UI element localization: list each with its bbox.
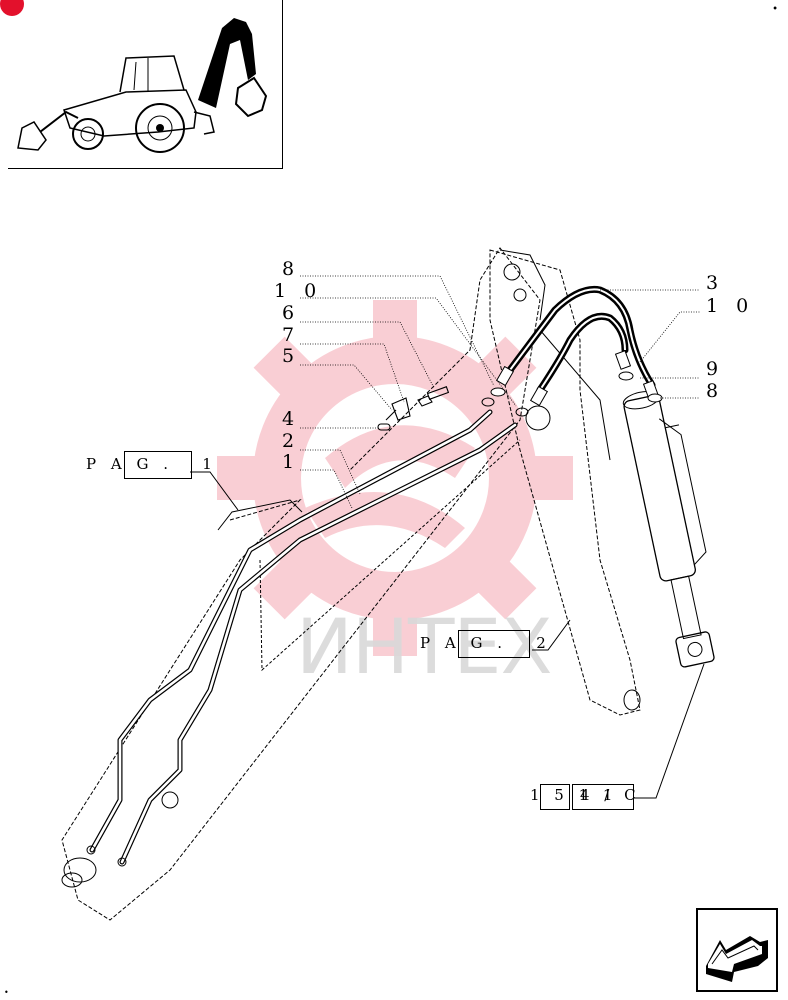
ref-pag-1-box (124, 451, 192, 479)
ref-pag-2-box (458, 630, 530, 658)
next-page-arrow-icon (706, 936, 768, 982)
watermark-text: ИНТЕХ (296, 602, 553, 691)
clamp-assembly (377, 386, 450, 431)
page-dot: • (4, 988, 9, 997)
backhoe-loader-thumbnail-icon (17, 18, 268, 153)
next-page-button[interactable] (696, 908, 778, 992)
callout-1: 1 (282, 451, 301, 473)
ref-pag-2-label[interactable]: P A G . 2 (420, 634, 551, 652)
callout-4: 4 (282, 408, 301, 430)
ref-code-prefix[interactable]: 1 5 1 1 (530, 786, 618, 804)
callout-8-right: 8 (706, 380, 725, 402)
boom-outline (61, 247, 541, 921)
callout-5: 5 (282, 345, 301, 367)
callout-2: 2 (282, 430, 301, 452)
corner-tick: • (772, 4, 778, 15)
callout-10-left: 1 0 (274, 280, 323, 302)
ref-pag-1-label[interactable]: P A G . 1 (86, 455, 217, 473)
boom-lower-edge (259, 439, 521, 672)
page-marker-dot (0, 0, 24, 16)
callout-3: 3 (706, 272, 725, 294)
callout-8-top: 8 (282, 258, 301, 280)
ref-code-suffix[interactable]: 4 / C (580, 786, 641, 804)
callout-10-right: 1 0 (706, 295, 755, 317)
ref-code-box-left (540, 784, 570, 810)
callout-9: 9 (706, 358, 725, 380)
hydraulic-cylinder (622, 391, 715, 668)
machine-thumbnail-frame (0, 0, 283, 169)
ref-code-box-right (572, 784, 634, 810)
callout-6: 6 (282, 302, 301, 324)
callout-7: 7 (282, 324, 301, 346)
